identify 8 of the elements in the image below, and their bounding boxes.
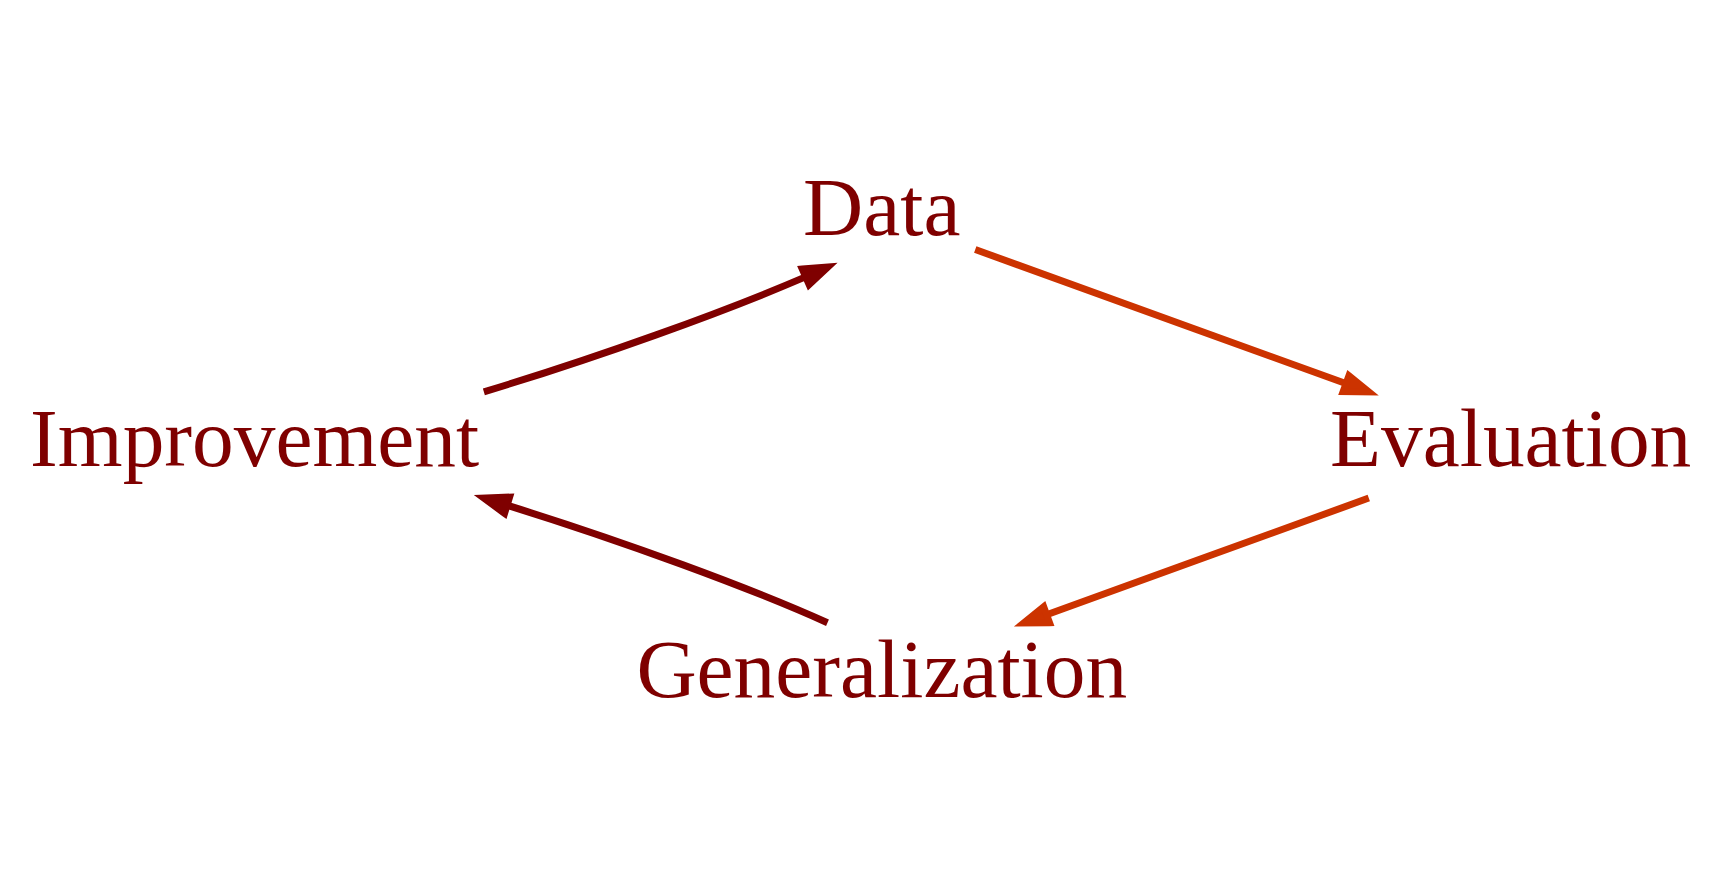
arrow bbox=[1013, 494, 1370, 627]
arrow bbox=[482, 262, 838, 395]
node-text: Generalization bbox=[636, 622, 1128, 715]
node-text: Evaluation bbox=[1330, 391, 1692, 484]
arrow bbox=[473, 492, 829, 626]
node-text: Data bbox=[803, 160, 961, 253]
arrow bbox=[974, 245, 1379, 395]
node-text: Improvement bbox=[30, 391, 480, 484]
